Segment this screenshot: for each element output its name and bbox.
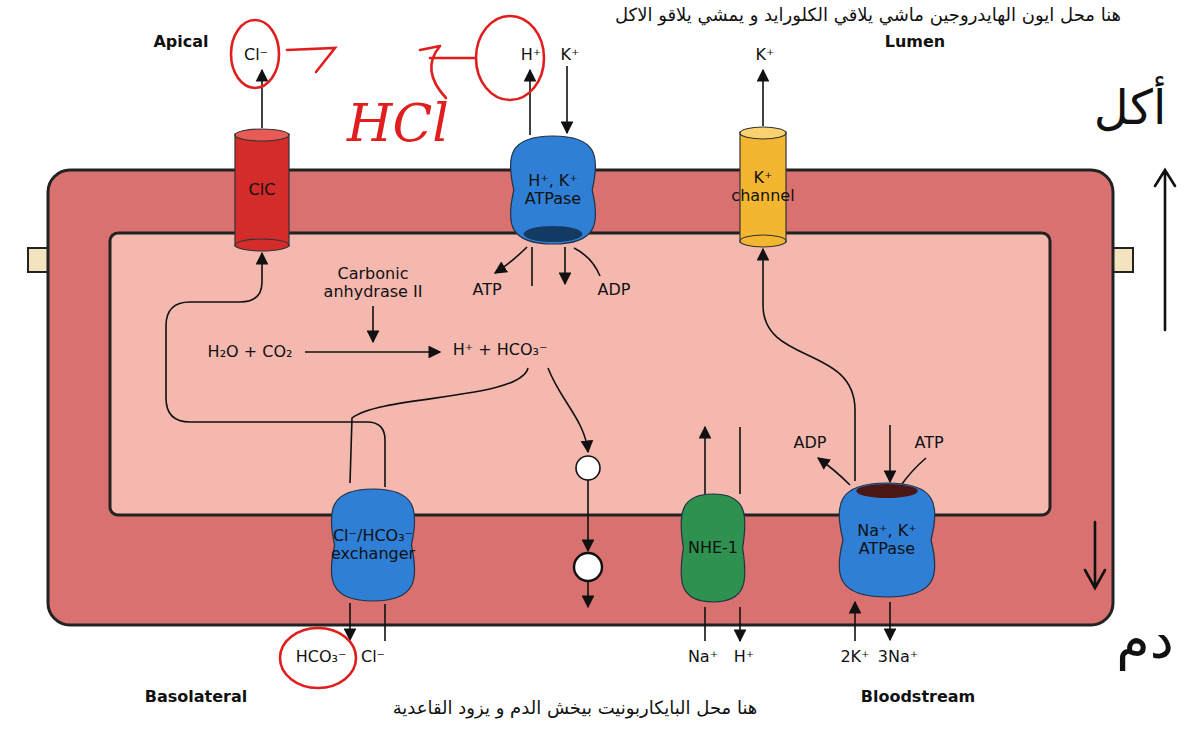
text-holder: K⁺ channel [726, 126, 800, 248]
ion-label: 3Na⁺ [878, 648, 918, 666]
ion-label: Cl⁻ [361, 648, 385, 666]
ion-label: H⁺ [734, 648, 754, 666]
text-holder: ClC [234, 128, 290, 252]
transporter-name: Na⁺, K⁺ ATPase [827, 522, 947, 559]
region-label: Lumen [885, 33, 946, 51]
ion-label: K⁺ [756, 46, 775, 64]
text-holder: Cl⁻/HCO₃⁻ exchanger [320, 487, 426, 603]
transporter-name: ClC [249, 181, 276, 199]
region-label: Bloodstream [861, 688, 976, 706]
ion-label: K⁺ [561, 46, 580, 64]
ion-label: 2K⁺ [840, 648, 869, 666]
note-text: هنا محل ايون الهايدروجين ماشي يلاقي الكل… [615, 5, 1121, 26]
molecule-label: ATP [914, 434, 943, 452]
handwritten-note: أكل [1094, 80, 1167, 135]
sodium-potassium-pump: Na⁺, K⁺ ATPase [827, 481, 947, 599]
transporter-name: K⁺ channel [726, 169, 800, 206]
region-label: Apical [153, 33, 208, 51]
text-holder: H⁺, K⁺ ATPase [499, 134, 607, 246]
chloride-channel: ClC [234, 128, 290, 252]
transporter-name: Cl⁻/HCO₃⁻ exchanger [322, 527, 424, 564]
handwritten-note: دم [1116, 609, 1173, 671]
transporter-name: NHE-1 [688, 539, 738, 557]
potassium-channel: K⁺ channel [726, 126, 800, 248]
molecule-label: ADP [794, 434, 827, 452]
text-holder: Na⁺, K⁺ ATPase [827, 481, 947, 599]
ion-pathway-arrow [763, 249, 855, 481]
ion-label: Cl⁻ [244, 46, 268, 64]
ion-label: H⁺ [521, 46, 541, 64]
transporter-name: H⁺, K⁺ ATPase [499, 172, 607, 209]
proton-pump: H⁺, K⁺ ATPase [499, 134, 607, 246]
molecule-label: ADP [598, 281, 631, 299]
sodium-proton-exchanger: NHE-1 [676, 492, 750, 604]
molecule-label: ATP [472, 281, 501, 299]
anion-exchanger: Cl⁻/HCO₃⁻ exchanger [320, 487, 426, 603]
enzyme-label: Carbonic anhydrase II [313, 265, 433, 302]
molecule-label: H₂O + CO₂ [208, 343, 293, 361]
note-text: هنا محل البايكاربونيت بيخش الدم و يزود ا… [393, 698, 758, 719]
handwritten-note: HCl [347, 94, 449, 154]
molecule-label: H⁺ + HCO₃⁻ [453, 341, 548, 359]
region-label: Basolateral [145, 688, 247, 706]
ion-label: Na⁺ [688, 648, 718, 666]
text-holder: NHE-1 [676, 492, 750, 604]
ion-label: HCO₃⁻ [296, 648, 347, 666]
